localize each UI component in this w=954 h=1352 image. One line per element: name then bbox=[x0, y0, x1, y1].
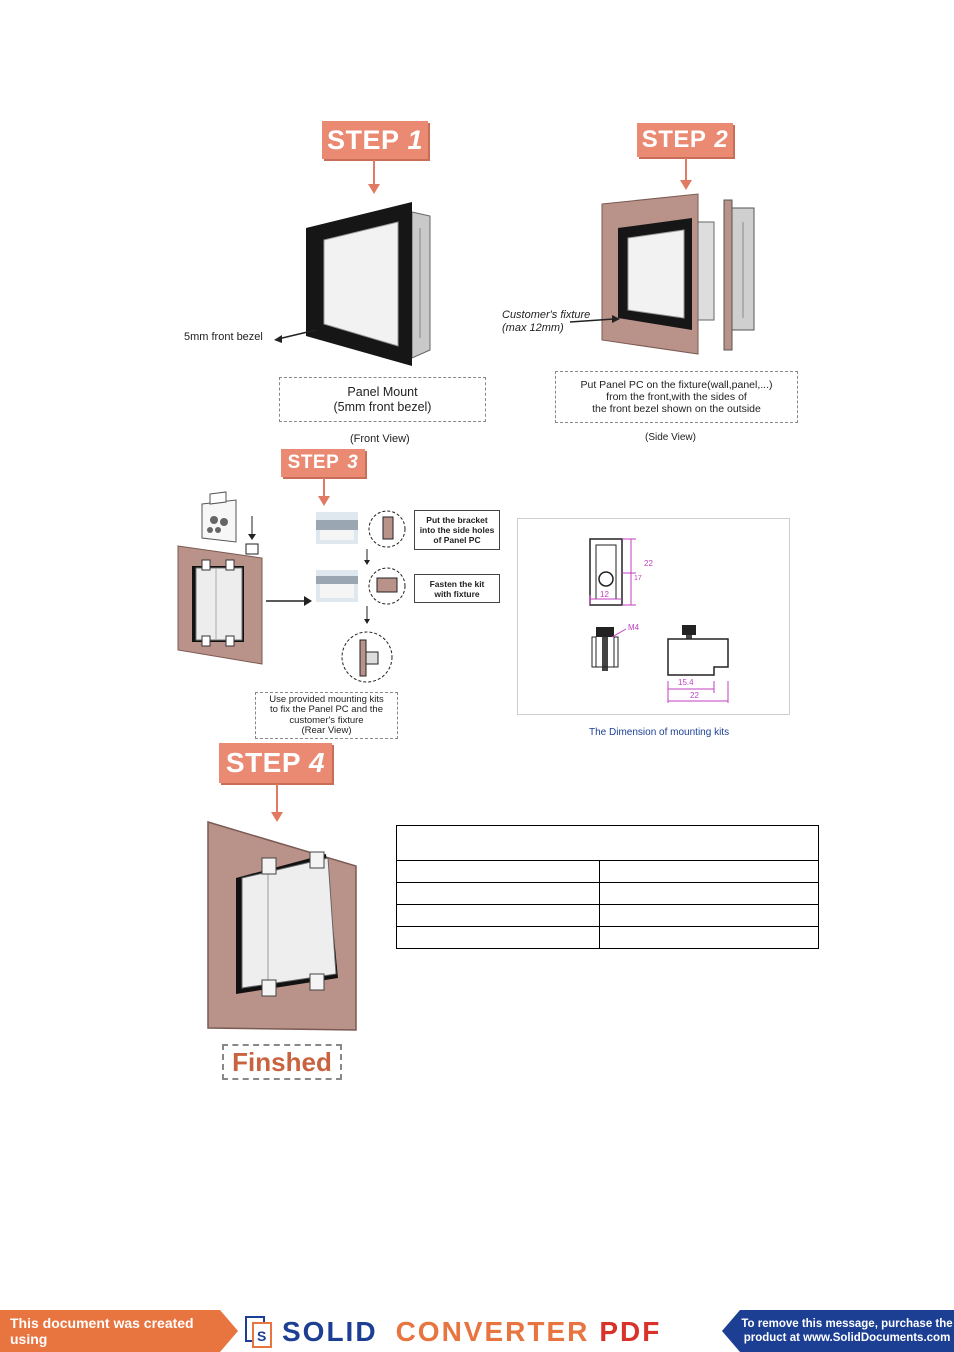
dim-h17: 17 bbox=[634, 575, 642, 582]
step1-view-caption: (Front View) bbox=[350, 433, 410, 445]
step2-badge: STEP 2 bbox=[637, 123, 733, 157]
dimension-drawing-frame: 12 22 17 M4 15.4 22 bbox=[517, 518, 790, 715]
finished-label: Finshed bbox=[222, 1044, 342, 1080]
spec-table-cell bbox=[599, 860, 819, 883]
step1-arrow bbox=[368, 160, 380, 194]
spec-table-row bbox=[396, 860, 819, 883]
step3-badge-word: STEP bbox=[287, 452, 340, 473]
step1-bezel-pointer bbox=[274, 329, 317, 343]
step3-detail-circle-2 bbox=[368, 567, 406, 605]
step2-arrow bbox=[680, 158, 692, 190]
step3-down-arrow-2 bbox=[364, 606, 370, 624]
step3-use-line1: Use provided mounting kits bbox=[269, 693, 384, 705]
svg-text:S: S bbox=[257, 1328, 266, 1344]
brand-converter: CONVERTER bbox=[395, 1316, 590, 1347]
step3-to-detail-arrow bbox=[266, 596, 312, 606]
footer-right-arrow bbox=[722, 1310, 740, 1352]
dimension-drawing bbox=[589, 538, 729, 703]
spec-table-cell bbox=[599, 882, 819, 905]
step1-mount-line2: (5mm front bezel) bbox=[333, 399, 432, 414]
step3-badge: STEP 3 bbox=[281, 449, 365, 477]
brand-solid: SOLID bbox=[282, 1316, 378, 1347]
step3-use-box: Use provided mounting kits to fix the Pa… bbox=[255, 692, 398, 739]
step2-fixture-label: Customer's fixture (max 12mm) bbox=[502, 309, 590, 335]
step3-box-bracket-line3: of Panel PC bbox=[433, 535, 481, 545]
step2-badge-number: 2 bbox=[714, 126, 729, 153]
spec-table-cell bbox=[396, 904, 600, 927]
dim-h22: 22 bbox=[644, 559, 653, 568]
spec-table-row bbox=[396, 926, 819, 949]
step2-fixture-line2: (max 12mm) bbox=[502, 322, 564, 334]
step2-instruction-line3: the front bezel shown on the outside bbox=[592, 403, 761, 415]
step2-badge-word: STEP bbox=[641, 126, 707, 153]
step3-arrow bbox=[318, 478, 330, 506]
dim-w154: 15.4 bbox=[678, 678, 694, 687]
step4-badge-word: STEP bbox=[225, 747, 302, 778]
step3-rear-panel-illustration bbox=[177, 545, 263, 665]
step3-box-bracket-line2: into the side holes bbox=[419, 525, 495, 535]
step3-kit-bag-illustration bbox=[201, 491, 259, 555]
solid-converter-brand: SOLID CONVERTER PDF bbox=[282, 1316, 661, 1348]
step3-use-line3: customer's fixture bbox=[289, 714, 364, 726]
spec-table-cell bbox=[396, 860, 600, 883]
step1-badge-number: 1 bbox=[407, 124, 424, 155]
spec-table-header-row bbox=[396, 825, 819, 861]
step4-badge: STEP 4 bbox=[219, 743, 332, 783]
spec-table-row bbox=[396, 904, 819, 927]
step3-detail-circle-3 bbox=[341, 631, 393, 683]
converter-footer-banner: This document was created using S SOLID C… bbox=[0, 1310, 954, 1352]
step3-box-bracket: Put the bracket into the side holes of P… bbox=[414, 510, 500, 550]
solid-converter-logo-icon: S bbox=[245, 1316, 272, 1348]
step2-view-caption: (Side View) bbox=[645, 432, 696, 443]
step3-use-line2: to fix the Panel PC and the bbox=[269, 704, 384, 715]
step3-use-line4: (Rear View) bbox=[301, 725, 352, 736]
step1-bezel-label: 5mm front bezel bbox=[184, 331, 263, 343]
step3-box-fasten-line2: with fixture bbox=[434, 588, 480, 599]
step2-instruction-line2: from the front,with the sides of bbox=[606, 391, 747, 403]
step2-instruction-box: Put Panel PC on the fixture(wall,panel,.… bbox=[555, 371, 798, 423]
footer-created-text: This document was created using bbox=[0, 1310, 220, 1352]
spec-table-cell bbox=[396, 882, 600, 905]
step1-panel-illustration bbox=[306, 202, 431, 366]
step2-fixture-line1: Customer's fixture bbox=[502, 309, 591, 321]
step3-detail-photo-2 bbox=[316, 570, 358, 602]
step3-down-arrow-1 bbox=[364, 549, 370, 565]
dim-w12: 12 bbox=[600, 590, 609, 599]
footer-purchase-line2: product at www.SolidDocuments.com bbox=[743, 1332, 951, 1344]
dim-w22: 22 bbox=[690, 691, 699, 700]
step1-badge: STEP 1 bbox=[322, 121, 428, 159]
step3-box-fasten-line1: Fasten the kit bbox=[429, 578, 485, 589]
step1-badge-word: STEP bbox=[326, 124, 400, 155]
dim-m4: M4 bbox=[628, 623, 640, 632]
spec-table-cell bbox=[599, 926, 819, 949]
footer-left-arrow bbox=[220, 1310, 238, 1352]
step2-fixture-illustration bbox=[601, 193, 755, 355]
step3-badge-number: 3 bbox=[347, 452, 359, 473]
step4-arrow bbox=[271, 784, 283, 822]
spec-table-cell bbox=[396, 926, 600, 949]
dimension-caption: The Dimension of mounting kits bbox=[589, 727, 730, 738]
footer-purchase-link[interactable]: To remove this message, purchase the pro… bbox=[740, 1310, 954, 1352]
step4-badge-number: 4 bbox=[309, 747, 326, 778]
step3-box-fasten: Fasten the kit with fixture bbox=[414, 574, 500, 603]
step1-mount-box: Panel Mount (5mm front bezel) bbox=[279, 377, 486, 422]
step3-detail-circle-1 bbox=[368, 510, 406, 548]
spec-table bbox=[396, 825, 819, 949]
brand-pdf: PDF bbox=[599, 1316, 662, 1347]
step3-box-bracket-line1: Put the bracket bbox=[426, 515, 488, 525]
step1-mount-line1: Panel Mount bbox=[347, 384, 418, 399]
step3-detail-photo-1 bbox=[316, 512, 358, 544]
spec-table-cell bbox=[599, 904, 819, 927]
step4-finished-illustration bbox=[207, 820, 357, 1031]
footer-purchase-line1: To remove this message, purchase the bbox=[741, 1318, 953, 1330]
step2-fixture-pointer bbox=[569, 315, 620, 323]
spec-table-row bbox=[396, 882, 819, 905]
step2-instruction-line1: Put Panel PC on the fixture(wall,panel,.… bbox=[580, 379, 773, 391]
spec-table-header-cell bbox=[396, 825, 819, 861]
